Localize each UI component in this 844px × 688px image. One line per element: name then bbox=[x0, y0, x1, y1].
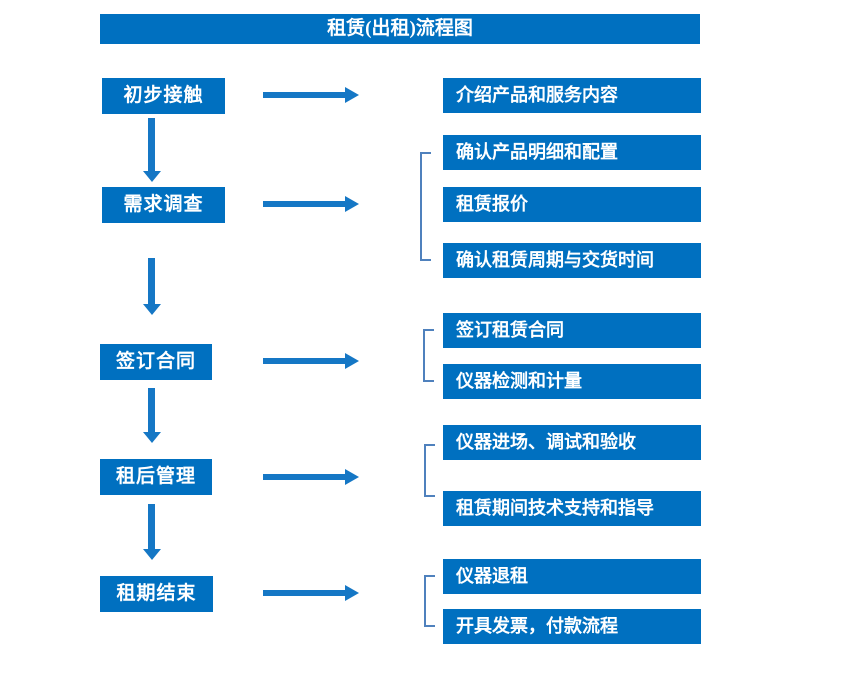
step-sign-contract: 签订合同 bbox=[100, 344, 212, 380]
title-bar: 租赁(出租)流程图 bbox=[100, 14, 700, 44]
detail-box: 租赁期间技术支持和指导 bbox=[443, 491, 701, 526]
step-initial-contact: 初步接触 bbox=[102, 78, 225, 114]
detail-box: 租赁报价 bbox=[443, 187, 701, 222]
detail-box: 确认租赁周期与交货时间 bbox=[443, 243, 701, 278]
detail-box: 仪器进场、调试和验收 bbox=[443, 425, 701, 460]
bracket-connector bbox=[424, 444, 435, 497]
detail-box: 仪器检测和计量 bbox=[443, 364, 701, 399]
detail-box: 介绍产品和服务内容 bbox=[443, 78, 701, 113]
detail-box: 确认产品明细和配置 bbox=[443, 135, 701, 170]
bracket-connector bbox=[420, 152, 431, 261]
step-demand-survey: 需求调查 bbox=[102, 187, 225, 223]
detail-box: 开具发票，付款流程 bbox=[443, 609, 701, 644]
bracket-connector bbox=[423, 329, 434, 382]
page-title: 租赁(出租)流程图 bbox=[327, 18, 473, 39]
step-post-rental-management: 租后管理 bbox=[100, 459, 212, 495]
detail-box: 仪器退租 bbox=[443, 559, 701, 594]
detail-box: 签订租赁合同 bbox=[443, 313, 701, 348]
step-lease-end: 租期结束 bbox=[100, 576, 213, 612]
bracket-connector bbox=[424, 575, 435, 627]
